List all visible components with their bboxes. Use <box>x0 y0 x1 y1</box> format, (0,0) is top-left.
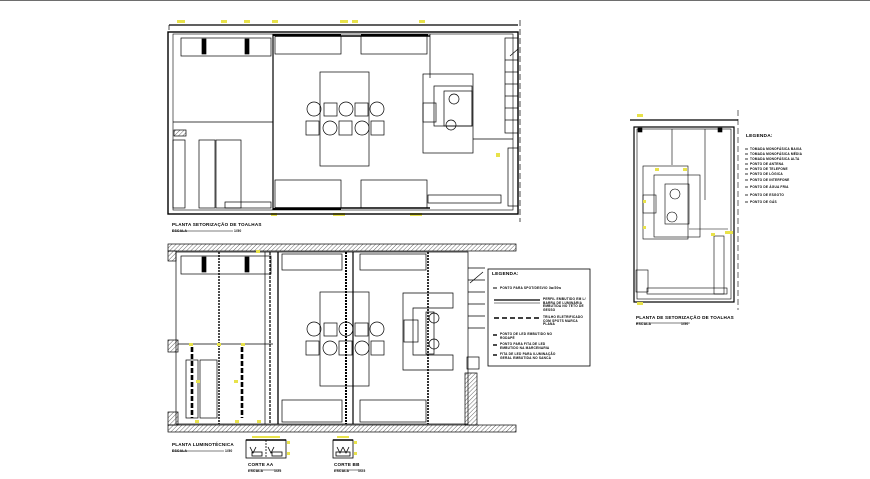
corte-bb-scale-value: 1/25 <box>358 469 366 473</box>
plan-2-legend-item: PONTO PARA SPOT/DESVIO 3w/20w <box>500 286 562 290</box>
plan-2-legend-item: PONTO PARA FITA DE LED EMBUTIDO NA MARCE… <box>500 342 550 350</box>
corte-bb-title: CORTE BB <box>334 462 360 467</box>
cooktop-burner <box>445 119 457 131</box>
plan-3-legend-item: TOMADA MONOFÁSICA MÉDIA <box>750 152 803 156</box>
plan-1-floor-plan <box>167 20 521 222</box>
plan-2-title: PLANTA LUMINOTÉCNICA <box>172 442 234 447</box>
section-corte-bb <box>332 436 357 459</box>
plan-3-floor-plan <box>630 110 739 310</box>
section-corte-aa <box>245 436 290 459</box>
plan-3-scale-label: ESCALA <box>636 322 652 326</box>
plan-2-scale-label: ESCALA <box>172 449 188 453</box>
corte-bb-scale-label: ESCALA <box>334 469 350 473</box>
cooktop-burner <box>448 93 460 105</box>
dining-table <box>319 71 370 167</box>
corte-aa-title: CORTE AA <box>248 462 274 467</box>
plan-3-legend-item: TOMADA MONOFÁSICA ALTA <box>750 157 800 161</box>
sheet-top-border <box>0 0 870 1</box>
plan-2-legend-title: LEGENDA: <box>492 272 519 277</box>
plan-1-scale-value: 1/50 <box>234 229 242 233</box>
corte-aa-scale-label: ESCALA <box>248 469 264 473</box>
plan-1-title: PLANTA SETORIZAÇÃO DE TOALHAS <box>172 222 262 227</box>
plan-1-scale-label: ESCALA <box>172 229 188 233</box>
plan-3-legend-marks <box>745 148 748 203</box>
dimension-markers <box>177 20 500 216</box>
plan-3-title: PLANTA DE SETORIZAÇÃO DE TOALHAS <box>636 315 734 320</box>
plan-3-legend-item: PONTO DE ANTENA <box>750 162 784 166</box>
plan-2-legend-item: TRILHO ELETRIFICADO COM SPOTS MARCA PLAN… <box>543 315 584 327</box>
plan-3-legend-item: PONTO DE ÁGUA FRIA <box>750 185 789 189</box>
plan-3-scale-value: 1/50 <box>681 322 689 326</box>
plan-3-legend-item: PONTO DE GÁS <box>750 200 777 204</box>
plan-3-legend-item: PONTO DE ESGOTO <box>750 193 785 197</box>
plan-3-legend-title: LEGENDA: <box>746 134 773 139</box>
plan-2-scale-value: 1/50 <box>225 449 233 453</box>
plan-3-legend-item: PONTO DE LÓGICA <box>750 172 783 176</box>
title-underlines <box>172 230 690 471</box>
plan-2-legend-item: PONTO DE LED EMBUTIDO NO RODAPÉ <box>500 332 553 340</box>
dining-chairs <box>305 101 385 136</box>
plan-3-legend-item: PONTO DE INTERFONE <box>750 178 790 182</box>
corte-aa-scale-value: 1/25 <box>274 469 282 473</box>
plan-3-legend-item: PONTO DE TELEFONE <box>750 167 788 171</box>
plan-2-floor-plan <box>167 243 517 433</box>
plan-3-legend-item: TOMADA MONOFÁSICA BAIXA <box>750 147 802 151</box>
plan-2-legend-item: FITA DE LED PARA ILUMINAÇÃO GERAL EMBUTI… <box>500 352 556 360</box>
plan-2-legend-item: PERFIL EMBUTIDO EM L/ BARRA DE LUMINÁRIA… <box>543 297 586 312</box>
plan-2-legend-box <box>487 268 591 367</box>
